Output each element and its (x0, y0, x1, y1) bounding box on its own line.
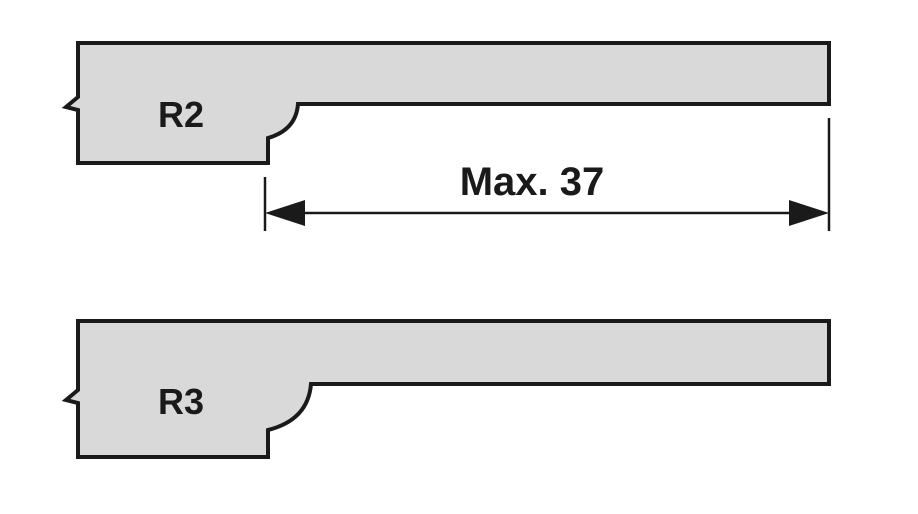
arrowhead-right (789, 200, 829, 226)
profile-r3-shape (61, 319, 831, 459)
profile-r2-label: R2 (158, 94, 204, 135)
profile-r3-label: R3 (158, 381, 204, 422)
profile-r2: R2 (61, 41, 831, 165)
dimension-label: Max. 37 (460, 160, 605, 204)
dimension-max-37: Max. 37 (263, 118, 831, 231)
arrowhead-left (265, 200, 305, 226)
profile-r3: R3 (61, 319, 831, 459)
profile-r2-shape (61, 41, 831, 165)
